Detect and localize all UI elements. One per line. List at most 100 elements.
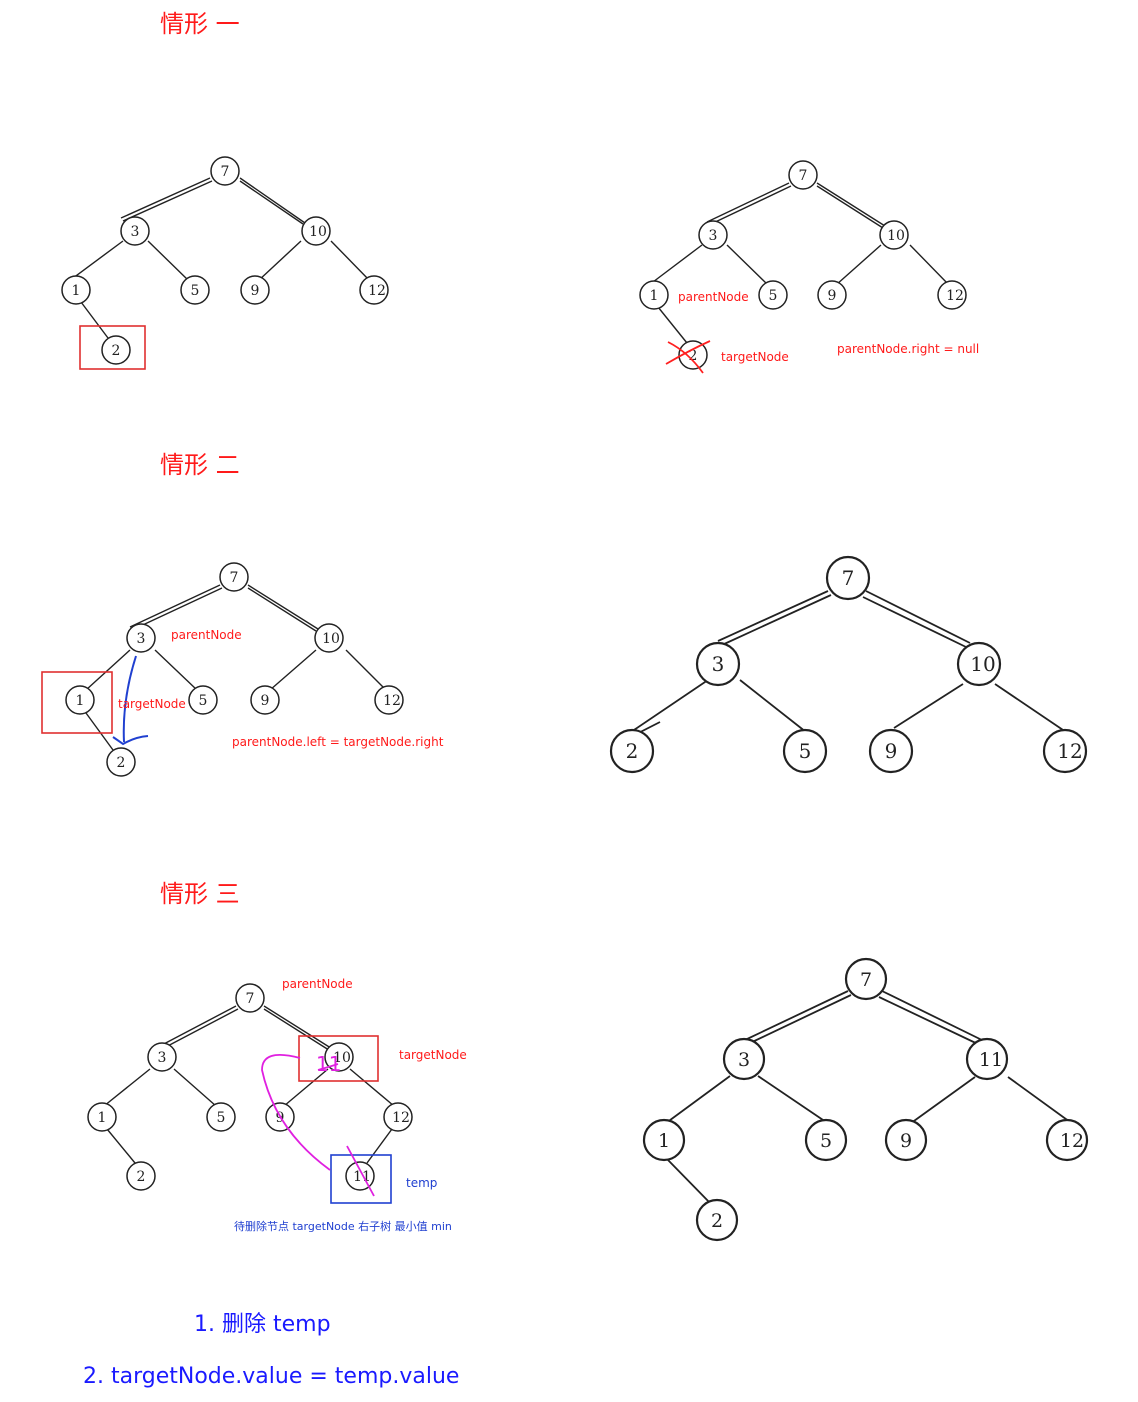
- svg-text:11: 11: [353, 1169, 371, 1185]
- svg-text:1: 1: [650, 288, 659, 304]
- tree-node: 11: [345, 1161, 375, 1191]
- tree-node: 2: [609, 728, 655, 774]
- tree-case2-before-nodes: 7 3 10 1 5 9 12 2: [41, 562, 404, 777]
- tree-node: 2: [106, 747, 136, 777]
- tree-node: 9: [868, 728, 914, 774]
- svg-text:12: 12: [1060, 1130, 1084, 1152]
- svg-text:7: 7: [842, 566, 855, 590]
- svg-text:7: 7: [246, 991, 255, 1007]
- tree-node: 2: [695, 1198, 739, 1242]
- svg-text:5: 5: [199, 693, 208, 709]
- tree-node: 12: [359, 275, 389, 305]
- svg-text:3: 3: [137, 631, 146, 647]
- svg-text:10: 10: [970, 652, 995, 676]
- note-text: 待删除节点 targetNode 右子树 最小值 min: [234, 1219, 452, 1233]
- case2-heading: 情形 二: [160, 451, 240, 479]
- tree-node: 12: [383, 1102, 413, 1132]
- svg-text:1: 1: [72, 283, 81, 299]
- svg-text:10: 10: [887, 228, 905, 244]
- highlight-box: [41, 671, 113, 734]
- tree-node: 12: [937, 280, 967, 310]
- tree-node: 1: [61, 275, 91, 305]
- tree-case2-after: [614, 590, 1067, 746]
- label-parentnode: parentNode: [282, 977, 353, 991]
- tree-node: 12: [1045, 1118, 1089, 1162]
- rule-text: parentNode.left = targetNode.right: [232, 735, 444, 749]
- tree-node: 3: [120, 216, 150, 246]
- svg-text:7: 7: [221, 164, 230, 180]
- tree-node: 3: [695, 641, 741, 687]
- label-temp: temp: [406, 1176, 437, 1190]
- svg-text:1: 1: [658, 1130, 670, 1152]
- tree-node: 9: [240, 275, 270, 305]
- tree-node: 5: [188, 685, 218, 715]
- tree-case1-after-nodes: 7 3 10 1 5 9 12 2: [639, 160, 967, 374]
- svg-text:5: 5: [217, 1110, 226, 1126]
- svg-text:10: 10: [333, 1050, 351, 1066]
- tree-node: 7: [219, 562, 249, 592]
- svg-text:2: 2: [112, 343, 121, 359]
- svg-text:5: 5: [769, 288, 778, 304]
- tree-case3-after: [661, 990, 1071, 1206]
- svg-text:9: 9: [828, 288, 837, 304]
- tree-node: 5: [206, 1102, 236, 1132]
- svg-text:2: 2: [711, 1210, 723, 1232]
- tree-case2-before: [85, 584, 387, 751]
- tree-node: 2: [678, 340, 708, 370]
- svg-text:5: 5: [820, 1130, 832, 1152]
- label-parentnode: parentNode: [678, 290, 749, 304]
- label-targetnode: targetNode: [399, 1048, 467, 1062]
- tree-node: 10: [956, 641, 1002, 687]
- blue-arrow: [112, 655, 149, 746]
- tree-case2-after-nodes: 7 3 10 2 5 9 12: [609, 555, 1088, 774]
- tree-node: 12: [374, 685, 404, 715]
- svg-text:9: 9: [885, 739, 898, 763]
- tree-node: 10: [879, 220, 909, 250]
- temp-box: [330, 1154, 392, 1204]
- tree-node: 3: [126, 623, 156, 653]
- svg-text:2: 2: [117, 755, 126, 771]
- tree-node: 11: [965, 1037, 1009, 1081]
- svg-text:10: 10: [309, 224, 327, 240]
- svg-text:12: 12: [1057, 739, 1082, 763]
- delete-cross-mark: [665, 340, 711, 374]
- svg-text:3: 3: [738, 1049, 750, 1071]
- tree-node: 5: [782, 728, 828, 774]
- tree-case1-after: [648, 182, 950, 344]
- case3-heading: 情形 三: [160, 880, 240, 908]
- step-1-text: 1. 删除 temp: [194, 1312, 331, 1337]
- magenta-arrow: [261, 1054, 339, 1171]
- tree-case1-before: [68, 177, 371, 339]
- tree-node: 7: [235, 983, 265, 1013]
- tree-node: 3: [698, 220, 728, 250]
- svg-text:5: 5: [191, 283, 200, 299]
- label-targetnode: targetNode: [118, 697, 186, 711]
- tree-case3-after-nodes: 7 3 11 1 5 9 12 2: [642, 957, 1089, 1242]
- svg-text:9: 9: [900, 1130, 912, 1152]
- highlight-box: [79, 325, 146, 370]
- tree-node: 7: [788, 160, 818, 190]
- tree-node: 12: [1042, 728, 1088, 774]
- svg-text:9: 9: [261, 693, 270, 709]
- svg-text:12: 12: [392, 1110, 410, 1126]
- svg-text:3: 3: [158, 1050, 167, 1066]
- svg-text:1: 1: [98, 1110, 107, 1126]
- svg-text:3: 3: [709, 228, 718, 244]
- tree-node: 1: [87, 1102, 117, 1132]
- label-targetnode: targetNode: [721, 350, 789, 364]
- svg-text:1: 1: [76, 693, 85, 709]
- svg-text:12: 12: [368, 283, 386, 299]
- tree-node: 3: [722, 1037, 766, 1081]
- svg-text:12: 12: [946, 288, 964, 304]
- svg-text:3: 3: [131, 224, 140, 240]
- tree-node: 9: [884, 1118, 928, 1162]
- tree-node: 1: [642, 1118, 686, 1162]
- tree-case3-before-nodes: 7 3 10 1 5 9 12 2 11 11: [87, 983, 413, 1204]
- tree-node: 1: [65, 685, 95, 715]
- label-parentnode: parentNode: [171, 628, 242, 642]
- tree-node: 5: [804, 1118, 848, 1162]
- tree-case3-before: [103, 1005, 395, 1164]
- tree-node: 10: [314, 623, 344, 653]
- svg-text:2: 2: [626, 739, 639, 763]
- svg-text:7: 7: [860, 969, 872, 991]
